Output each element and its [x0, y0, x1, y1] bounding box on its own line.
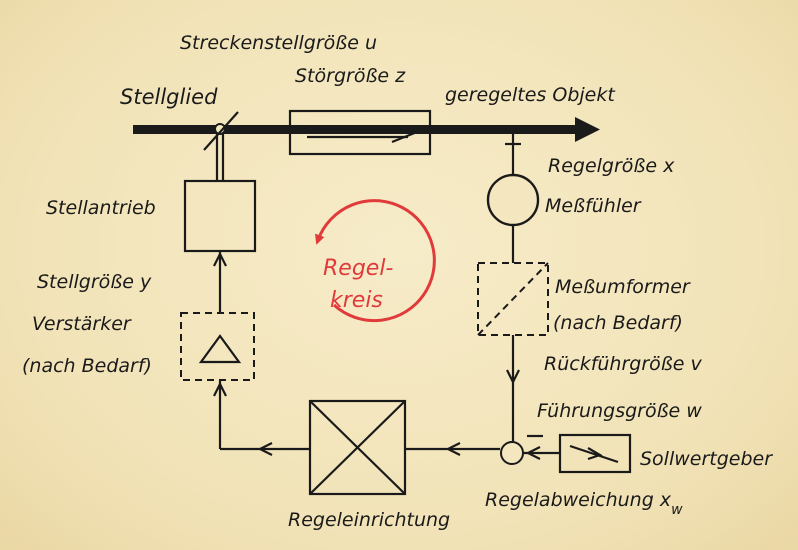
actuator-drive-box: [183, 179, 257, 253]
process-arrow-head: [575, 117, 600, 142]
loop-arrow-icon: [315, 199, 436, 323]
label-stellgroesse: Stellgröße y: [37, 271, 152, 293]
label-sollwertgeber: Sollwertgeber: [640, 448, 773, 470]
left-arrow-icon-3: [525, 446, 541, 460]
label-stoergroesse: Störgröße z: [295, 65, 406, 87]
left-arrow-icon-2: [445, 442, 461, 456]
down-arrow-icon: [506, 369, 520, 385]
label-nach-bedarf-left: (nach Bedarf): [22, 355, 152, 377]
transducer-diagonal: [477, 262, 549, 336]
controller-box: [308, 399, 407, 496]
label-regelkreis-1: Regel-: [323, 256, 393, 281]
label-verstaerker: Verstärker: [32, 313, 132, 335]
controlled-object-box: [288, 109, 432, 156]
up-arrow-icon: [213, 251, 227, 267]
amplifier-triangle-icon: [198, 334, 242, 364]
controller-cross-b: [309, 400, 406, 495]
setpoint-slash: [569, 444, 619, 464]
amplifier-box: [180, 312, 255, 381]
left-arrow-icon: [257, 442, 273, 456]
label-messfuehler: Meßfühler: [545, 195, 642, 217]
label-stellglied: Stellglied: [120, 85, 218, 109]
label-regelgroesse: Regelgröße x: [548, 155, 675, 177]
setpoint-arrow-icon: [587, 447, 603, 461]
label-geregeltes-objekt: geregeltes Objekt: [445, 84, 616, 106]
label-regelkreis-2: kreis: [330, 288, 383, 313]
label-messumformer: Meßumformer: [555, 276, 691, 298]
label-fuehrungsgroesse: Führungsgröße w: [537, 400, 702, 422]
valve-icon: [214, 123, 226, 135]
process-line: [133, 125, 583, 134]
setpoint-box: [558, 433, 632, 474]
label-regeleinrichtung: Regeleinrichtung: [288, 509, 450, 531]
label-nach-bedarf-right: (nach Bedarf): [553, 312, 683, 334]
sensor-icon: [486, 173, 540, 227]
label-regelabweichung: Regelabweichung xw: [485, 489, 683, 518]
label-streckenstellgroesse: Streckenstellgröße u: [180, 32, 377, 54]
label-stellantrieb: Stellantrieb: [46, 197, 156, 219]
valve-slash: [203, 111, 239, 151]
up-arrow-icon-2: [213, 381, 227, 397]
flow-arrow-icon: [391, 124, 415, 144]
comparator-icon: [500, 441, 524, 465]
label-rueckfuehrgroesse: Rückführgröße v: [544, 353, 702, 375]
